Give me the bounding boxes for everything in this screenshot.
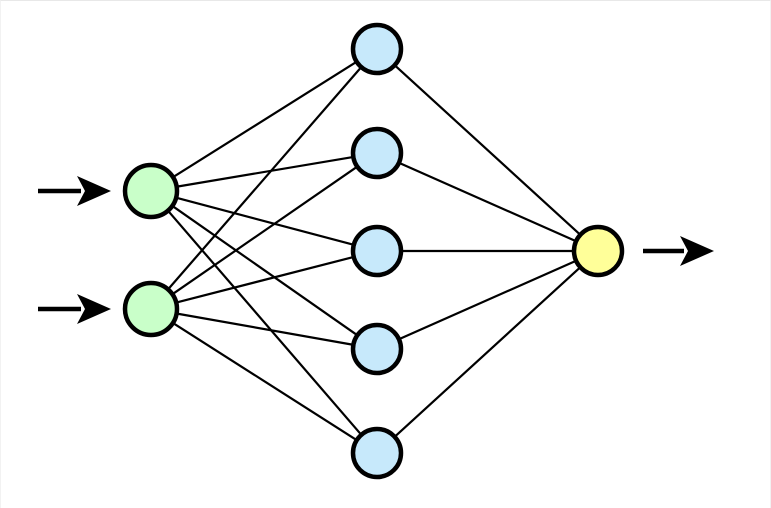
node-circle-h4[interactable] [350,322,404,376]
edge-i1-h3 [174,196,356,247]
node-o1[interactable] [571,224,625,278]
input-arrow-bottom-head [77,294,111,324]
edge-h2-o1 [396,161,579,243]
edge-i1-h1 [171,60,359,179]
edge-i1-h5 [166,208,364,437]
edge-i1-h4 [170,204,360,337]
edge-i1-h2 [174,155,356,188]
input-arrow-top-head [77,176,111,206]
edge-h4-o1 [396,259,579,341]
edge-h1-o1 [392,63,583,237]
node-circle-h3[interactable] [350,224,404,278]
edge-h5-o1 [392,265,583,439]
input-arrow-bottom-icon [38,294,111,324]
node-circle-o1[interactable] [571,224,625,278]
node-h3[interactable] [350,224,404,278]
edge-i2-h3 [174,255,356,304]
output-arrow-icon [643,236,714,266]
node-h2[interactable] [350,126,404,180]
edge-i2-h2 [170,164,360,296]
output-arrow-head [680,236,714,266]
node-circle-h2[interactable] [350,126,404,180]
input-arrow-top-icon [38,176,111,206]
node-i1[interactable] [122,162,180,220]
node-h4[interactable] [350,322,404,376]
node-circle-i1[interactable] [122,162,180,220]
edge-i2-h4 [174,312,356,347]
node-i2[interactable] [122,280,180,338]
edge-i2-h5 [170,321,359,442]
arrows-group [38,176,714,324]
nodes-group [122,22,625,480]
node-circle-h1[interactable] [350,22,404,76]
node-circle-h5[interactable] [350,426,404,480]
edges-group [166,60,583,442]
edge-i2-h1 [166,65,364,292]
node-circle-i2[interactable] [122,280,180,338]
node-h5[interactable] [350,426,404,480]
node-h1[interactable] [350,22,404,76]
